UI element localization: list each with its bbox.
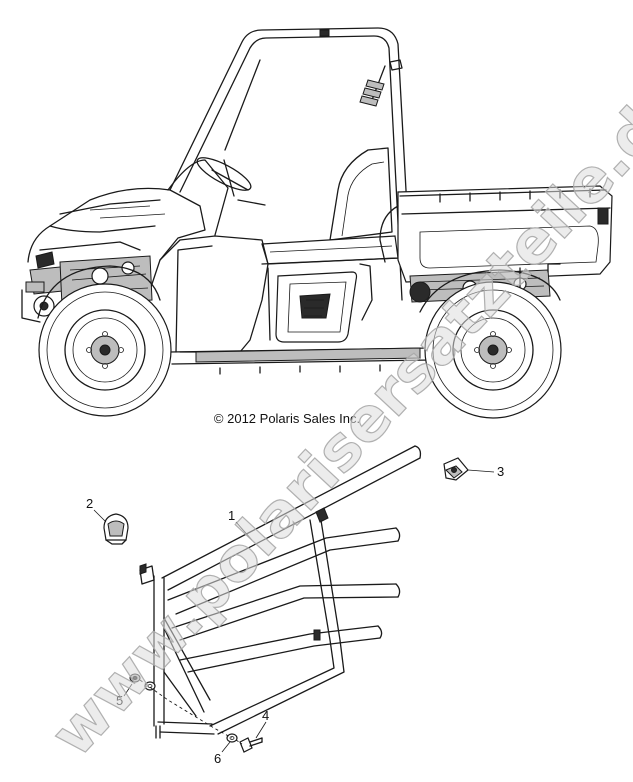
callout-1-label: 1 (228, 508, 235, 523)
steering-wheel (196, 157, 266, 206)
callout-6-label: 6 (214, 751, 221, 766)
front-body (21, 187, 206, 323)
nut-part (129, 673, 141, 683)
vehicle-illustration (21, 27, 613, 419)
callout-5-label: 5 (116, 693, 123, 708)
callouts: 1 2 3 4 5 6 (86, 464, 504, 766)
rear-wheel (424, 281, 562, 419)
front-wheel (38, 283, 172, 417)
callout-6[interactable]: 6 (214, 741, 231, 766)
bracket-part (443, 457, 469, 481)
callout-3[interactable]: 3 (467, 464, 504, 479)
callout-4-label: 4 (262, 708, 269, 723)
callout-4[interactable]: 4 (255, 708, 269, 739)
copyright-text: © 2012 Polaris Sales Inc. (214, 411, 360, 426)
cargo-box (379, 185, 613, 283)
callout-2[interactable]: 2 (86, 496, 107, 523)
callout-5[interactable]: 5 (116, 683, 133, 708)
callout-2-label: 2 (86, 496, 93, 511)
callout-3-label: 3 (497, 464, 504, 479)
door-frame (139, 445, 422, 739)
roll-cage (169, 27, 413, 301)
rocker-floor (169, 347, 433, 375)
callout-1[interactable]: 1 (228, 508, 253, 541)
clip-part (103, 513, 129, 545)
bolt-part (239, 737, 263, 753)
seat (261, 147, 399, 265)
watermark-text: www.polarisersatzteile.de (38, 64, 633, 770)
assembly-lines (139, 679, 243, 745)
